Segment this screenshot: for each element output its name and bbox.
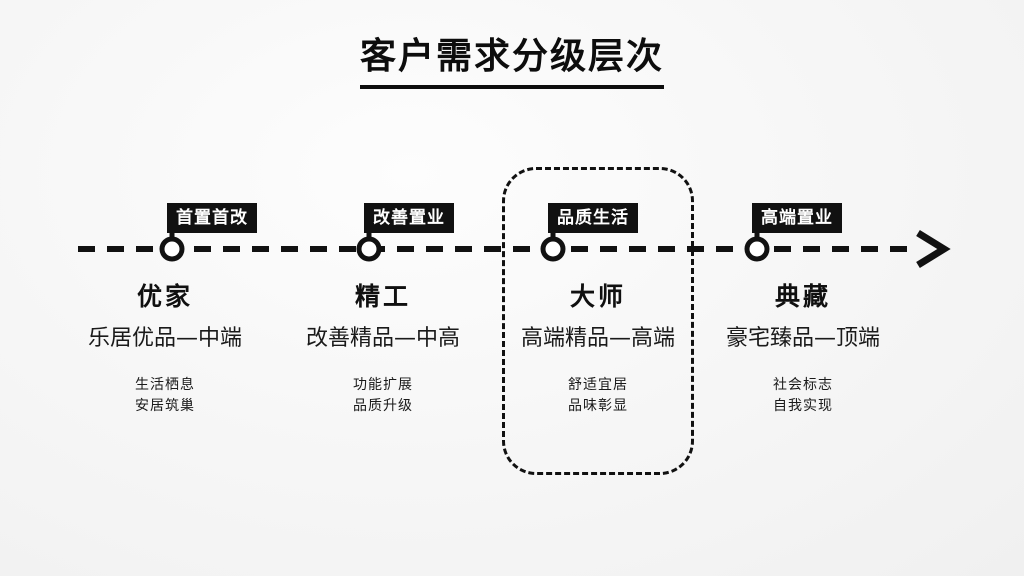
stage-name-3: 大师 — [569, 282, 626, 311]
circle-node-icon-4[interactable] — [744, 236, 770, 262]
page-title-text: 客户需求分级层次 — [359, 34, 664, 89]
stage-note-line: 舒适宜居 — [568, 376, 628, 393]
page-title: 客户需求分级层次 — [0, 34, 1024, 89]
stage-name-4: 典藏 — [774, 282, 831, 311]
stage-subtitle-1: 乐居优品—中端 — [87, 325, 242, 351]
stage-column-2: 精工 改善精品—中高 功能扩展 品质升级 — [258, 283, 508, 418]
stage-subtitle-4: 豪宅臻品—顶端 — [725, 325, 880, 351]
stage-name-2: 精工 — [354, 282, 411, 311]
stage-badge-3[interactable]: 品质生活 — [548, 203, 638, 233]
stage-badge-4[interactable]: 高端置业 — [752, 203, 842, 233]
stage-column-4: 典藏 豪宅臻品—顶端 社会标志 自我实现 — [678, 283, 928, 418]
stage-note-line: 生活栖息 — [135, 376, 195, 393]
stage-notes-1: 生活栖息 安居筑巢 — [40, 375, 290, 418]
circle-node-icon-1[interactable] — [159, 236, 185, 262]
stage-note-line: 品味彰显 — [568, 398, 628, 415]
highlight-focus-box — [502, 167, 694, 475]
stage-name-1: 优家 — [136, 282, 193, 311]
stage-column-1: 优家 乐居优品—中端 生活栖息 安居筑巢 — [40, 283, 290, 418]
stage-notes-2: 功能扩展 品质升级 — [258, 375, 508, 418]
stage-note-line: 功能扩展 — [353, 376, 413, 393]
stage-note-line: 自我实现 — [773, 398, 833, 415]
stage-column-3: 大师 高端精品—高端 舒适宜居 品味彰显 — [473, 283, 723, 418]
stage-badge-2[interactable]: 改善置业 — [364, 203, 454, 233]
stage-note-line: 品质升级 — [353, 398, 413, 415]
arrow-right-icon — [916, 230, 951, 268]
stage-notes-4: 社会标志 自我实现 — [678, 375, 928, 418]
stage-subtitle-3: 高端精品—高端 — [520, 325, 675, 351]
stage-subtitle-2: 改善精品—中高 — [305, 325, 460, 351]
circle-node-icon-2[interactable] — [356, 236, 382, 262]
stage-note-line: 安居筑巢 — [135, 398, 195, 415]
stage-badge-1[interactable]: 首置首改 — [167, 203, 257, 233]
stage-notes-3: 舒适宜居 品味彰显 — [473, 375, 723, 418]
stage-note-line: 社会标志 — [773, 376, 833, 393]
